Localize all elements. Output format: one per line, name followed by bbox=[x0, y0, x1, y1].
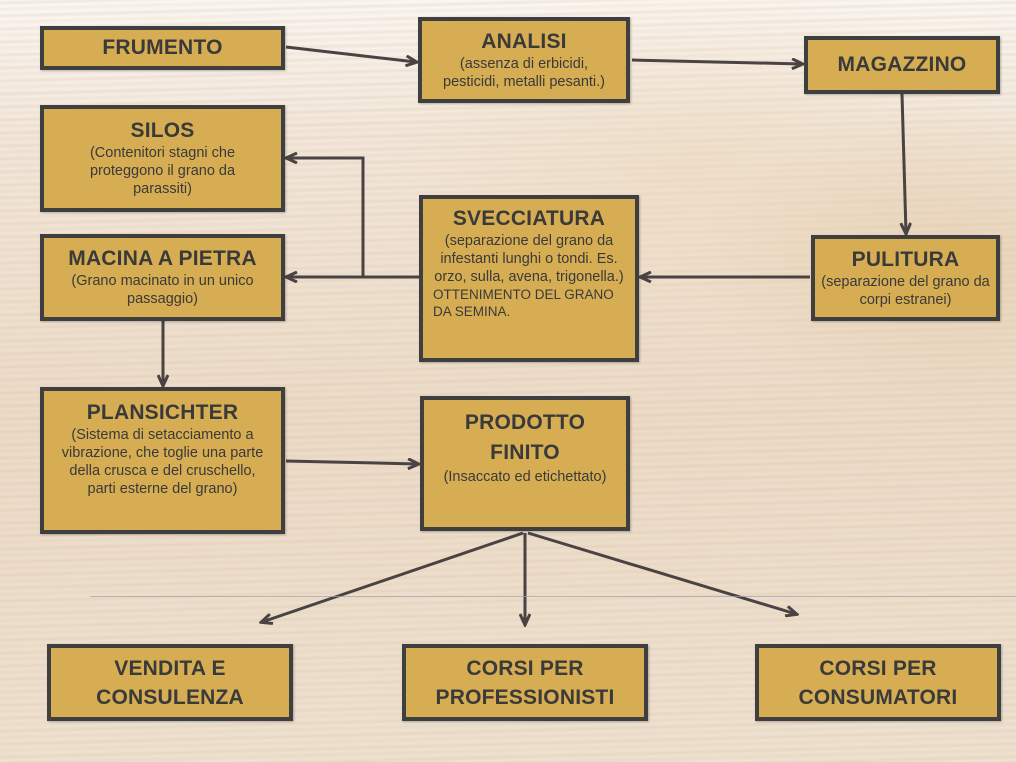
macina-desc: (Grano macinato in un unico passaggio) bbox=[71, 273, 254, 307]
prodotto-title: PRODOTTO FINITO bbox=[464, 411, 586, 464]
consumatori-title: CORSI PER CONSUMATORI bbox=[798, 657, 958, 709]
silos-title: SILOS bbox=[130, 119, 195, 142]
node-frumento: FRUMENTO bbox=[40, 26, 285, 70]
prodotto-desc: (Insaccato ed etichettato) bbox=[443, 469, 607, 485]
frumento-title: FRUMENTO bbox=[102, 36, 223, 59]
macina-title: MACINA A PIETRA bbox=[68, 247, 257, 270]
node-prodotto: PRODOTTO FINITO (Insaccato ed etichettat… bbox=[420, 396, 630, 531]
magazzino-title: MAGAZZINO bbox=[837, 53, 967, 76]
plansichter-desc: (Sistema di setacciamento a vibrazione, … bbox=[61, 427, 264, 497]
analisi-desc: (assenza di erbicidi, pesticidi, metalli… bbox=[443, 56, 605, 90]
vendita-title: VENDITA E CONSULENZA bbox=[96, 657, 244, 709]
node-macina: MACINA A PIETRA (Grano macinato in un un… bbox=[40, 234, 285, 321]
plansichter-title: PLANSICHTER bbox=[86, 401, 239, 424]
node-vendita: VENDITA E CONSULENZA bbox=[47, 644, 293, 721]
node-magazzino: MAGAZZINO bbox=[804, 36, 1000, 94]
analisi-title: ANALISI bbox=[481, 30, 567, 53]
silos-desc: (Contenitori stagni che proteggono il gr… bbox=[89, 145, 236, 197]
arrow-magazzino-pulitura bbox=[902, 93, 906, 233]
node-pulitura: PULITURA (separazione del grano da corpi… bbox=[811, 235, 1000, 321]
arrow-prodotto-consumatori bbox=[527, 531, 796, 614]
arrow-svecciatura-silos bbox=[287, 158, 365, 277]
node-svecciatura: SVECCIATURA (separazione del grano da in… bbox=[419, 195, 639, 362]
svecciatura-note: OTTENIMENTO DEL GRANO DA SEMINA. bbox=[433, 287, 614, 319]
divider-line bbox=[90, 596, 1016, 597]
node-silos: SILOS (Contenitori stagni che proteggono… bbox=[40, 105, 285, 212]
node-analisi: ANALISI (assenza di erbicidi, pesticidi,… bbox=[418, 17, 630, 103]
arrow-frumento-analisi bbox=[285, 45, 416, 62]
arrow-plansichter-prodotto bbox=[285, 461, 418, 464]
arrow-analisi-magazzino bbox=[631, 60, 802, 64]
pulitura-desc: (separazione del grano da corpi estranei… bbox=[821, 274, 990, 308]
node-professionisti: CORSI PER PROFESSIONISTI bbox=[402, 644, 648, 721]
node-plansichter: PLANSICHTER (Sistema di setacciamento a … bbox=[40, 387, 285, 534]
pulitura-title: PULITURA bbox=[851, 248, 960, 271]
node-consumatori: CORSI PER CONSUMATORI bbox=[755, 644, 1001, 721]
arrow-prodotto-vendita bbox=[262, 531, 524, 622]
svecciatura-desc: (separazione del grano da infestanti lun… bbox=[434, 233, 624, 285]
professionisti-title: CORSI PER PROFESSIONISTI bbox=[435, 657, 615, 709]
svecciatura-title: SVECCIATURA bbox=[452, 207, 606, 230]
